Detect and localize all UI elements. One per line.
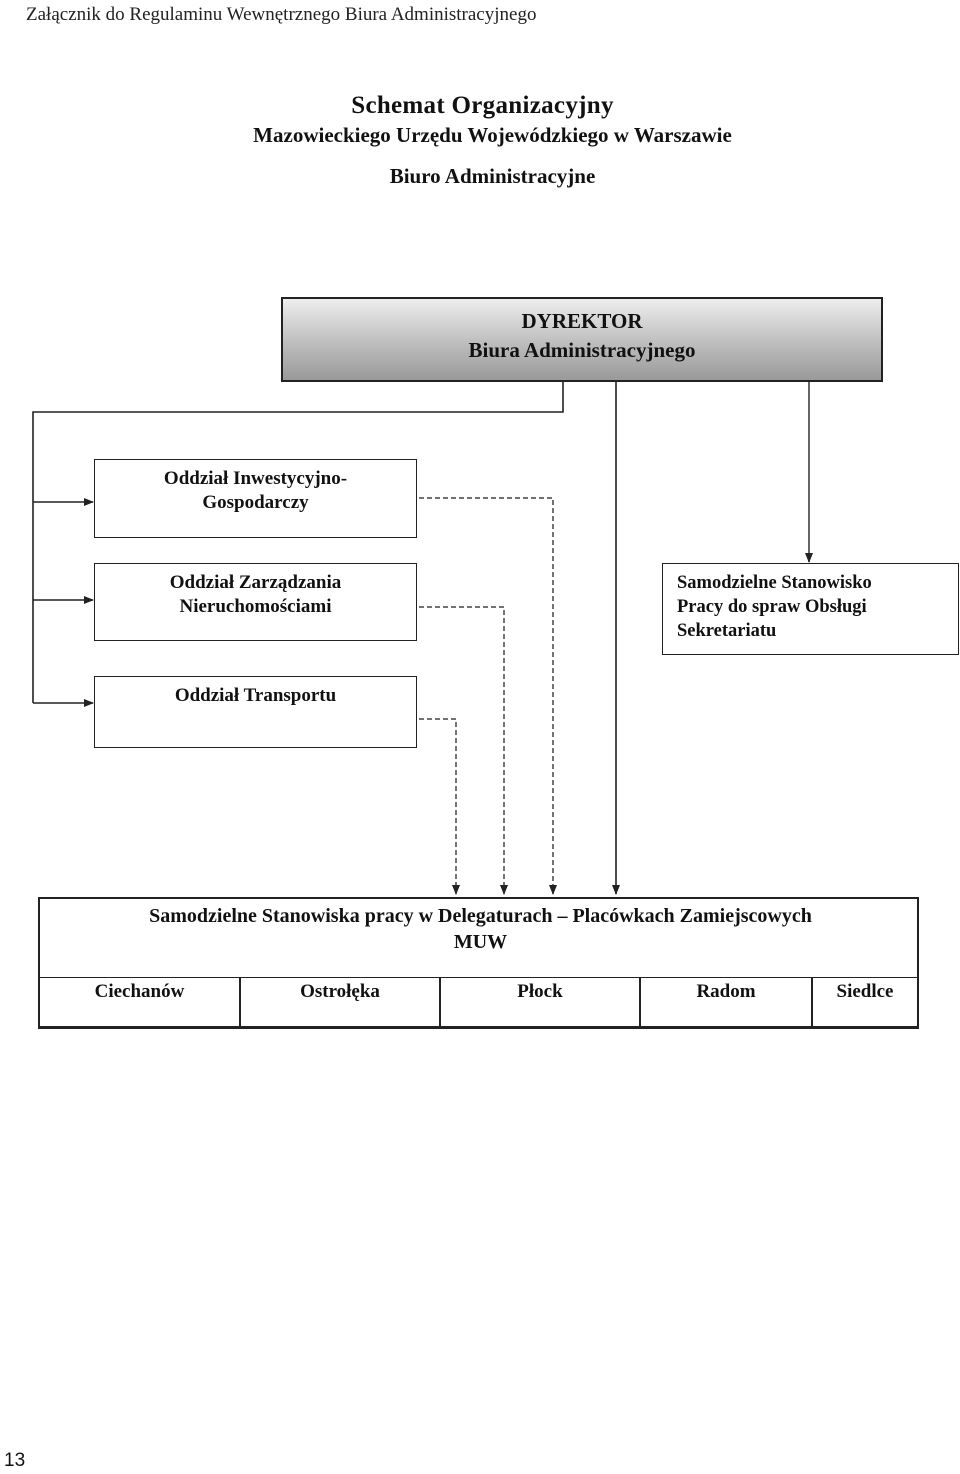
dept2-to-delegatures-dashed: [419, 606, 508, 895]
city-plock: Płock: [439, 978, 639, 1027]
department-investment-box: Oddział Inwestycyjno- Gospodarczy: [94, 459, 417, 538]
department-transport-label: Oddział Transportu: [174, 685, 337, 706]
department-investment-label-2: Gospodarczy: [202, 492, 309, 513]
department-real-estate-box: Oddział Zarządzania Nieruchomościami: [94, 563, 417, 641]
office-name: Biuro Administracyjne: [389, 164, 596, 188]
delegatures-title-line-1: Samodzielne Stanowiska pracy w Delegatur…: [149, 905, 812, 927]
delegatures-box: Samodzielne Stanowiska pracy w Delegatur…: [38, 897, 919, 1029]
director-box: DYREKTOR Biura Administracyjnego: [281, 297, 883, 382]
attachment-header: Załącznik do Regulaminu Wewnętrznego Biu…: [26, 4, 537, 25]
delegatures-cities-row: Ciechanów Ostrołęka Płock Radom Siedlce: [40, 977, 917, 1027]
dept3-to-delegatures-dashed: [419, 718, 460, 895]
director-to-departments-line: [32, 382, 564, 703]
secretariat-label-1: Samodzielne Stanowisko: [677, 573, 872, 593]
secretariat-label-3: Sekretariatu: [677, 621, 777, 641]
city-ciechanow: Ciechanów: [94, 981, 185, 1002]
department-investment-label-1: Oddział Inwestycyjno-: [163, 468, 348, 489]
page-number: 13: [4, 1450, 26, 1471]
department-real-estate-label-2: Nieruchomościami: [179, 596, 332, 617]
secretariat-box: Samodzielne Stanowisko Pracy do spraw Ob…: [662, 563, 959, 655]
city-siedlce: Siedlce: [811, 978, 917, 1027]
city-ostroleka: Ostrołęka: [239, 978, 439, 1027]
delegatures-title-line-2: MUW: [453, 931, 508, 953]
department-transport-box: Oddział Transportu: [94, 676, 417, 748]
city-radom: Radom: [639, 978, 811, 1027]
dept1-to-delegatures-dashed: [419, 497, 557, 895]
director-title: DYREKTOR: [521, 309, 643, 333]
chart-subtitle: Mazowieckiego Urzędu Wojewódzkiego w War…: [253, 123, 732, 147]
secretariat-label-2: Pracy do spraw Obsługi: [677, 597, 867, 617]
chart-title: Schemat Organizacyjny: [351, 92, 614, 119]
department-real-estate-label-1: Oddział Zarządzania: [169, 572, 342, 593]
delegatures-title: Samodzielne Stanowiska pracy w Delegatur…: [40, 903, 921, 955]
director-office: Biura Administracyjnego: [468, 338, 696, 362]
